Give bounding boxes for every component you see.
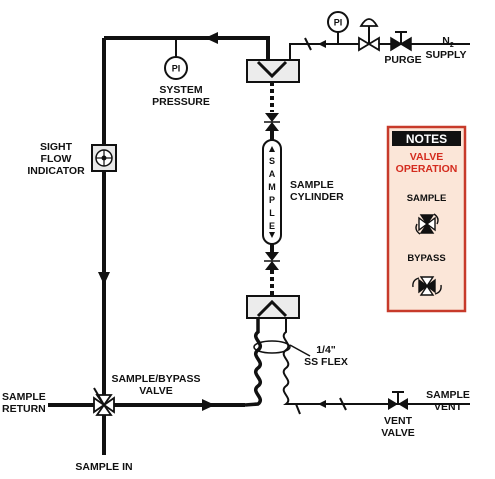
system-pressure-gauge: PI [164, 38, 188, 80]
sample-bypass-valve [93, 387, 115, 416]
purge-label: PURGE [384, 54, 421, 66]
flex-label-line1: 1/4" [316, 344, 336, 356]
cyl-letter-1: S [269, 156, 275, 166]
sample-mode-valve-icon [415, 213, 439, 235]
notes-title: NOTES [406, 132, 447, 146]
sample-vent-label-line1: SAMPLE [426, 389, 470, 401]
system-pressure-label-line2: PRESSURE [152, 96, 210, 108]
sample-return-label-line1: SAMPLE [2, 391, 46, 403]
top-return-line [104, 36, 270, 44]
sight-flow-indicator [91, 144, 117, 172]
flex-callout-leader [289, 344, 311, 357]
cyl-letter-2: A [269, 169, 276, 179]
check-valve-top [304, 37, 326, 51]
sample-vent-label-line2: VENT [434, 401, 463, 413]
cylinder-arrows [269, 146, 275, 238]
vent-valve [388, 391, 408, 410]
flex-lines [244, 318, 296, 407]
sample-cylinder-label-line2: CYLINDER [290, 191, 344, 203]
notes-sample-label: SAMPLE [407, 193, 447, 204]
notes-valve-operation-line1: VALVE [410, 151, 443, 163]
sight-flow-label-line2: FLOW [41, 153, 72, 165]
supply-pi-label: PI [334, 18, 343, 28]
arrow-down-left [98, 272, 110, 285]
notes-panel: NOTES VALVE OPERATION SAMPLE BYPASS [386, 125, 467, 313]
sample-bypass-label-line2: VALVE [139, 385, 172, 397]
cylinder-column [262, 82, 282, 296]
vent-valve-label-line2: VALVE [381, 427, 414, 439]
arrow-left-top [205, 32, 218, 44]
n2-label: N2 [442, 35, 454, 49]
flex-label-line2: SS FLEX [304, 356, 348, 368]
regulator [358, 18, 380, 52]
sample-bypass-label-line1: SAMPLE/BYPASS [111, 373, 200, 385]
notes-valve-operation-line2: OPERATION [396, 163, 458, 175]
sample-cylinder-label-line1: SAMPLE [290, 179, 334, 191]
top-valve-housing [246, 44, 300, 83]
vent-valve-label-line1: VENT [384, 415, 413, 427]
sight-flow-label-line1: SIGHT [40, 141, 73, 153]
cyl-letter-4: P [269, 195, 275, 205]
cyl-letter-6: E [269, 221, 275, 231]
sample-in-label: SAMPLE IN [75, 461, 132, 473]
system-pi-label: PI [172, 64, 181, 74]
purge-valve [390, 31, 412, 52]
sight-flow-label-line3: INDICATOR [27, 165, 85, 177]
cyl-letter-5: L [269, 208, 275, 218]
system-pressure-label-line1: SYSTEM [159, 84, 202, 96]
sample-return-label-line2: RETURN [2, 403, 46, 415]
supply-pressure-gauge: PI [327, 11, 349, 44]
cyl-letter-3: M [268, 182, 276, 192]
flow-arrows [98, 32, 218, 411]
supply-label: SUPPLY [425, 49, 466, 61]
notes-bypass-label: BYPASS [407, 253, 445, 264]
bypass-mode-valve-icon [412, 276, 442, 296]
check-valve-vent [318, 397, 347, 411]
bottom-valve-housing [246, 295, 300, 319]
arrow-right-bottom [202, 399, 215, 411]
